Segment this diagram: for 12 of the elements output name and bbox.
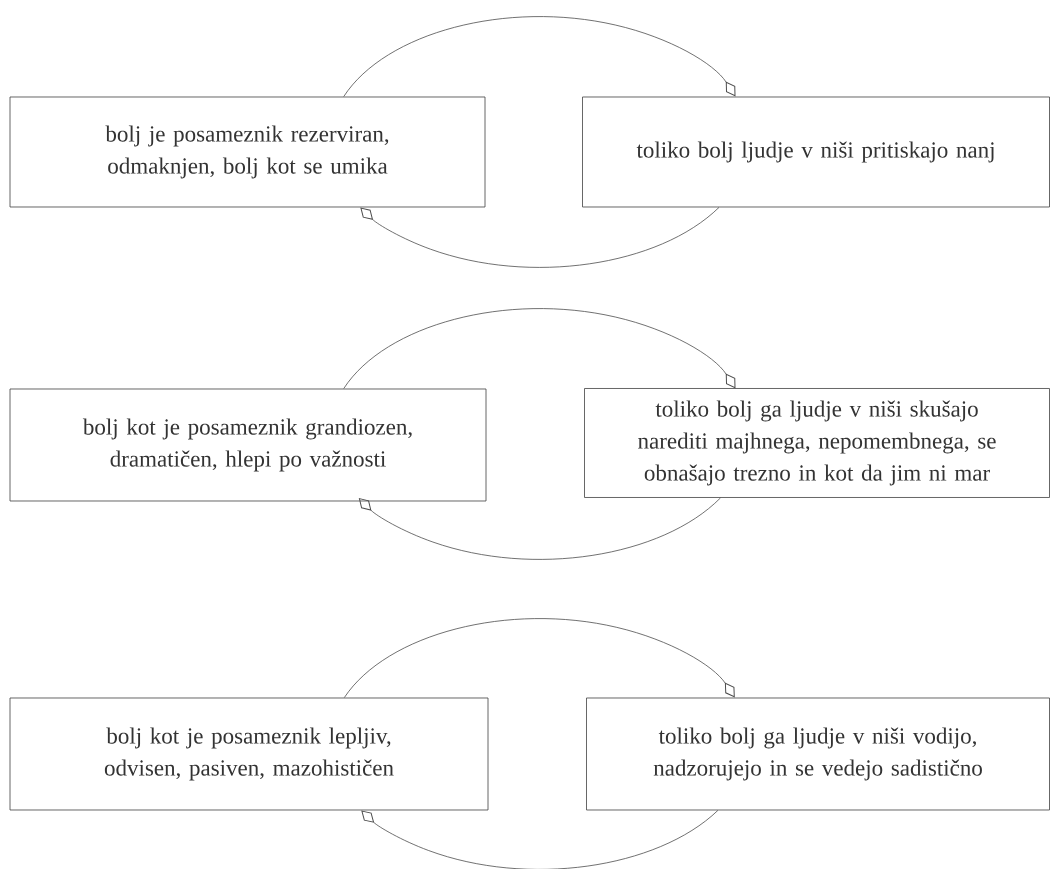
text-box: toliko bolj ljudje v niši pritiskajo nanj [582, 96, 1050, 208]
arrow [361, 810, 719, 869]
text-box: bolj kot je posameznik grandiozen, dramatičen, hlepi po važnosti [9, 388, 487, 502]
arrow [343, 308, 736, 389]
arrow [343, 16, 736, 97]
text-box: toliko bolj ga ljudje v niši skušajo narediti majhnega, nepomembnega, se obnašajo trezno in kot da jim ni mar [584, 388, 1050, 498]
text-box: toliko bolj ga ljudje v niši vodijo, nadzorujejo in se vedejo sadistično [586, 697, 1050, 811]
text-box: bolj kot je posameznik lepljiv, odvisen, pasiven, mazohističen [9, 697, 489, 811]
arrow [358, 497, 721, 560]
text-box: bolj je posameznik rezerviran, odmaknjen, bolj kot se umika [9, 96, 486, 208]
arrow [343, 618, 735, 698]
arrow [360, 207, 720, 268]
